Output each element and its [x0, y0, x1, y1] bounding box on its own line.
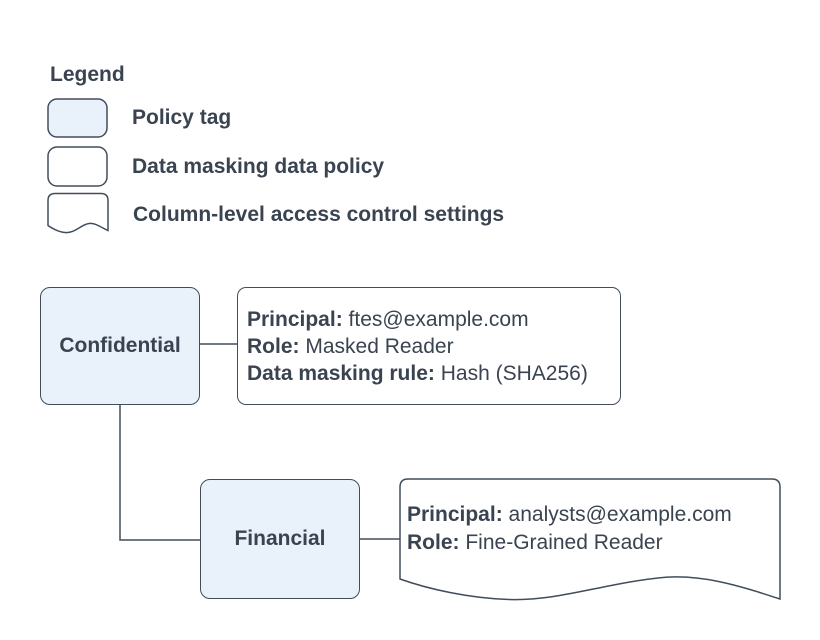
legend-item-label: Column-level access control settings — [133, 203, 505, 226]
legend-item-policy-tag: Policy tag — [47, 97, 232, 138]
policy-tag-label: Financial — [234, 527, 326, 550]
policy-line-value: Fine-Grained Reader — [465, 531, 663, 554]
policy-line-label: Principal: — [407, 503, 503, 526]
policy-line-value: Masked Reader — [305, 334, 454, 358]
policy-tag-financial: Financial — [200, 479, 360, 599]
policy-line-value: Hash (SHA256) — [440, 361, 588, 385]
policy-tag-confidential: Confidential — [40, 287, 200, 405]
policy-line-principal: Principal: ftes@example.com — [247, 306, 620, 333]
column-access-document-shape — [399, 478, 781, 601]
data-masking-policy-box: Principal: ftes@example.com Role: Masked… — [237, 287, 621, 405]
policy-line-principal: Principal: analysts@example.com — [407, 501, 732, 529]
legend-title: Legend — [50, 63, 125, 86]
policy-tag-shape-icon — [47, 97, 108, 138]
policy-line-label: Role: — [407, 531, 460, 554]
policy-line-masking-rule: Data masking rule: Hash (SHA256) — [247, 360, 620, 387]
policy-line-label: Principal: — [247, 307, 343, 331]
legend-item-data-masking-policy: Data masking data policy — [47, 145, 385, 187]
policy-tag-label: Confidential — [59, 334, 181, 357]
policy-line-value: analysts@example.com — [508, 503, 732, 526]
policy-line-value: ftes@example.com — [348, 307, 529, 331]
legend-item-column-access: Column-level access control settings — [47, 192, 504, 238]
policy-line-role: Role: Fine-Grained Reader — [407, 529, 732, 557]
legend-item-label: Data masking data policy — [132, 154, 385, 178]
policy-line-label: Role: — [247, 334, 300, 358]
policy-line-label: Data masking rule: — [247, 361, 435, 385]
policy-line-role: Role: Masked Reader — [247, 333, 620, 360]
column-access-document-shape-icon — [47, 192, 109, 234]
data-masking-policy-shape-icon — [47, 145, 108, 187]
column-access-settings-text: Principal: analysts@example.com Role: Fi… — [407, 501, 732, 557]
legend-item-label: Policy tag — [132, 106, 232, 129]
connector-confidential-financial — [119, 405, 200, 541]
